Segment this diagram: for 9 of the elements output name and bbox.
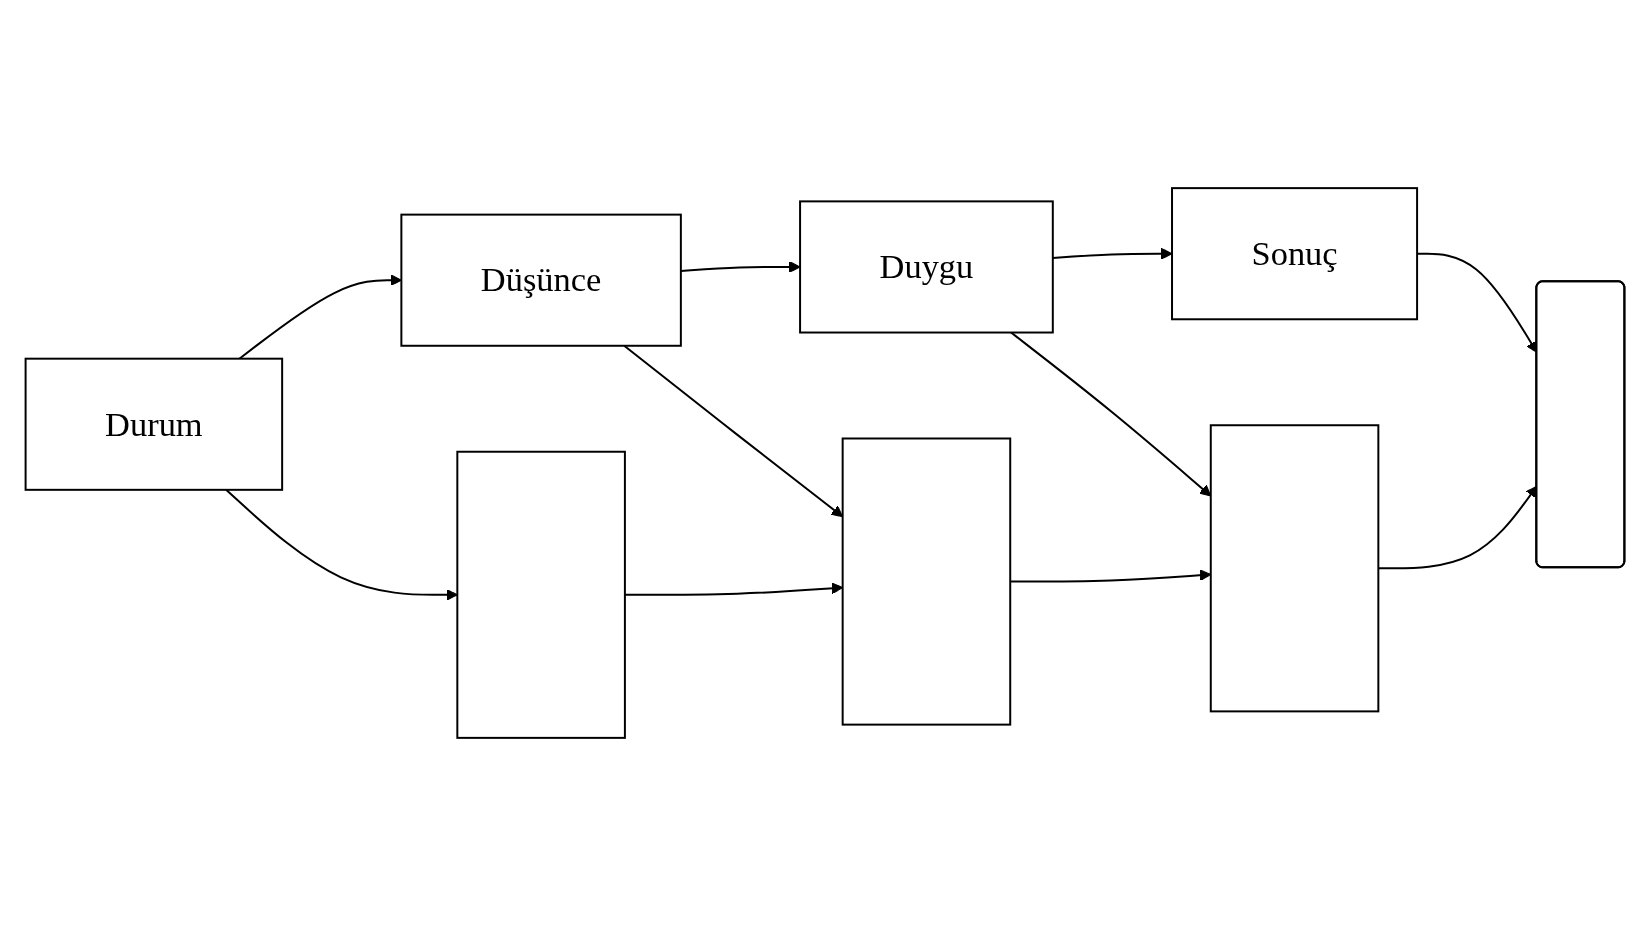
node-box: Sonuç	[1171, 186, 1419, 320]
node-box: Duygu	[799, 199, 1054, 333]
node-box: Durum	[24, 357, 284, 491]
arrow	[225, 488, 458, 601]
node-box	[1209, 423, 1380, 712]
node-box	[841, 437, 1012, 726]
node-box: Düşünce	[400, 213, 682, 347]
node-box	[456, 450, 626, 739]
arrow	[238, 273, 402, 360]
